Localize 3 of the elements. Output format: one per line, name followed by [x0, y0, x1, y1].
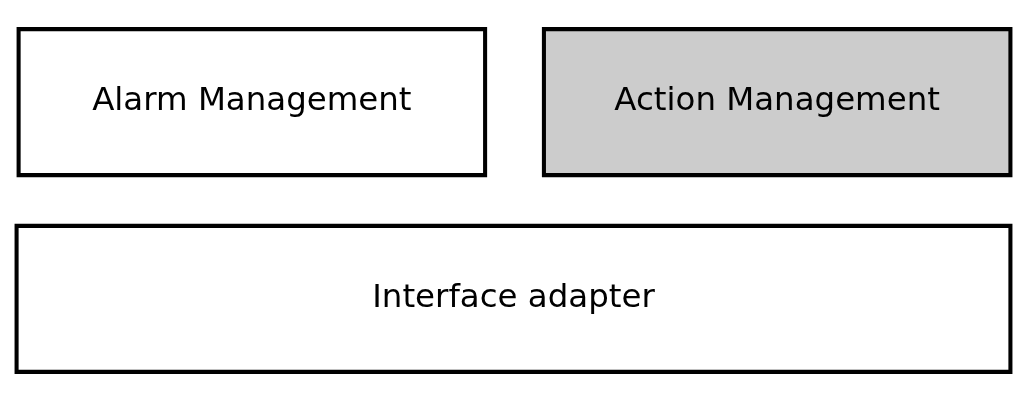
- node-box: Interface adapter: [14, 223, 1013, 374]
- node-box: Alarm Management: [16, 26, 488, 177]
- node-box: Action Management: [541, 26, 1013, 177]
